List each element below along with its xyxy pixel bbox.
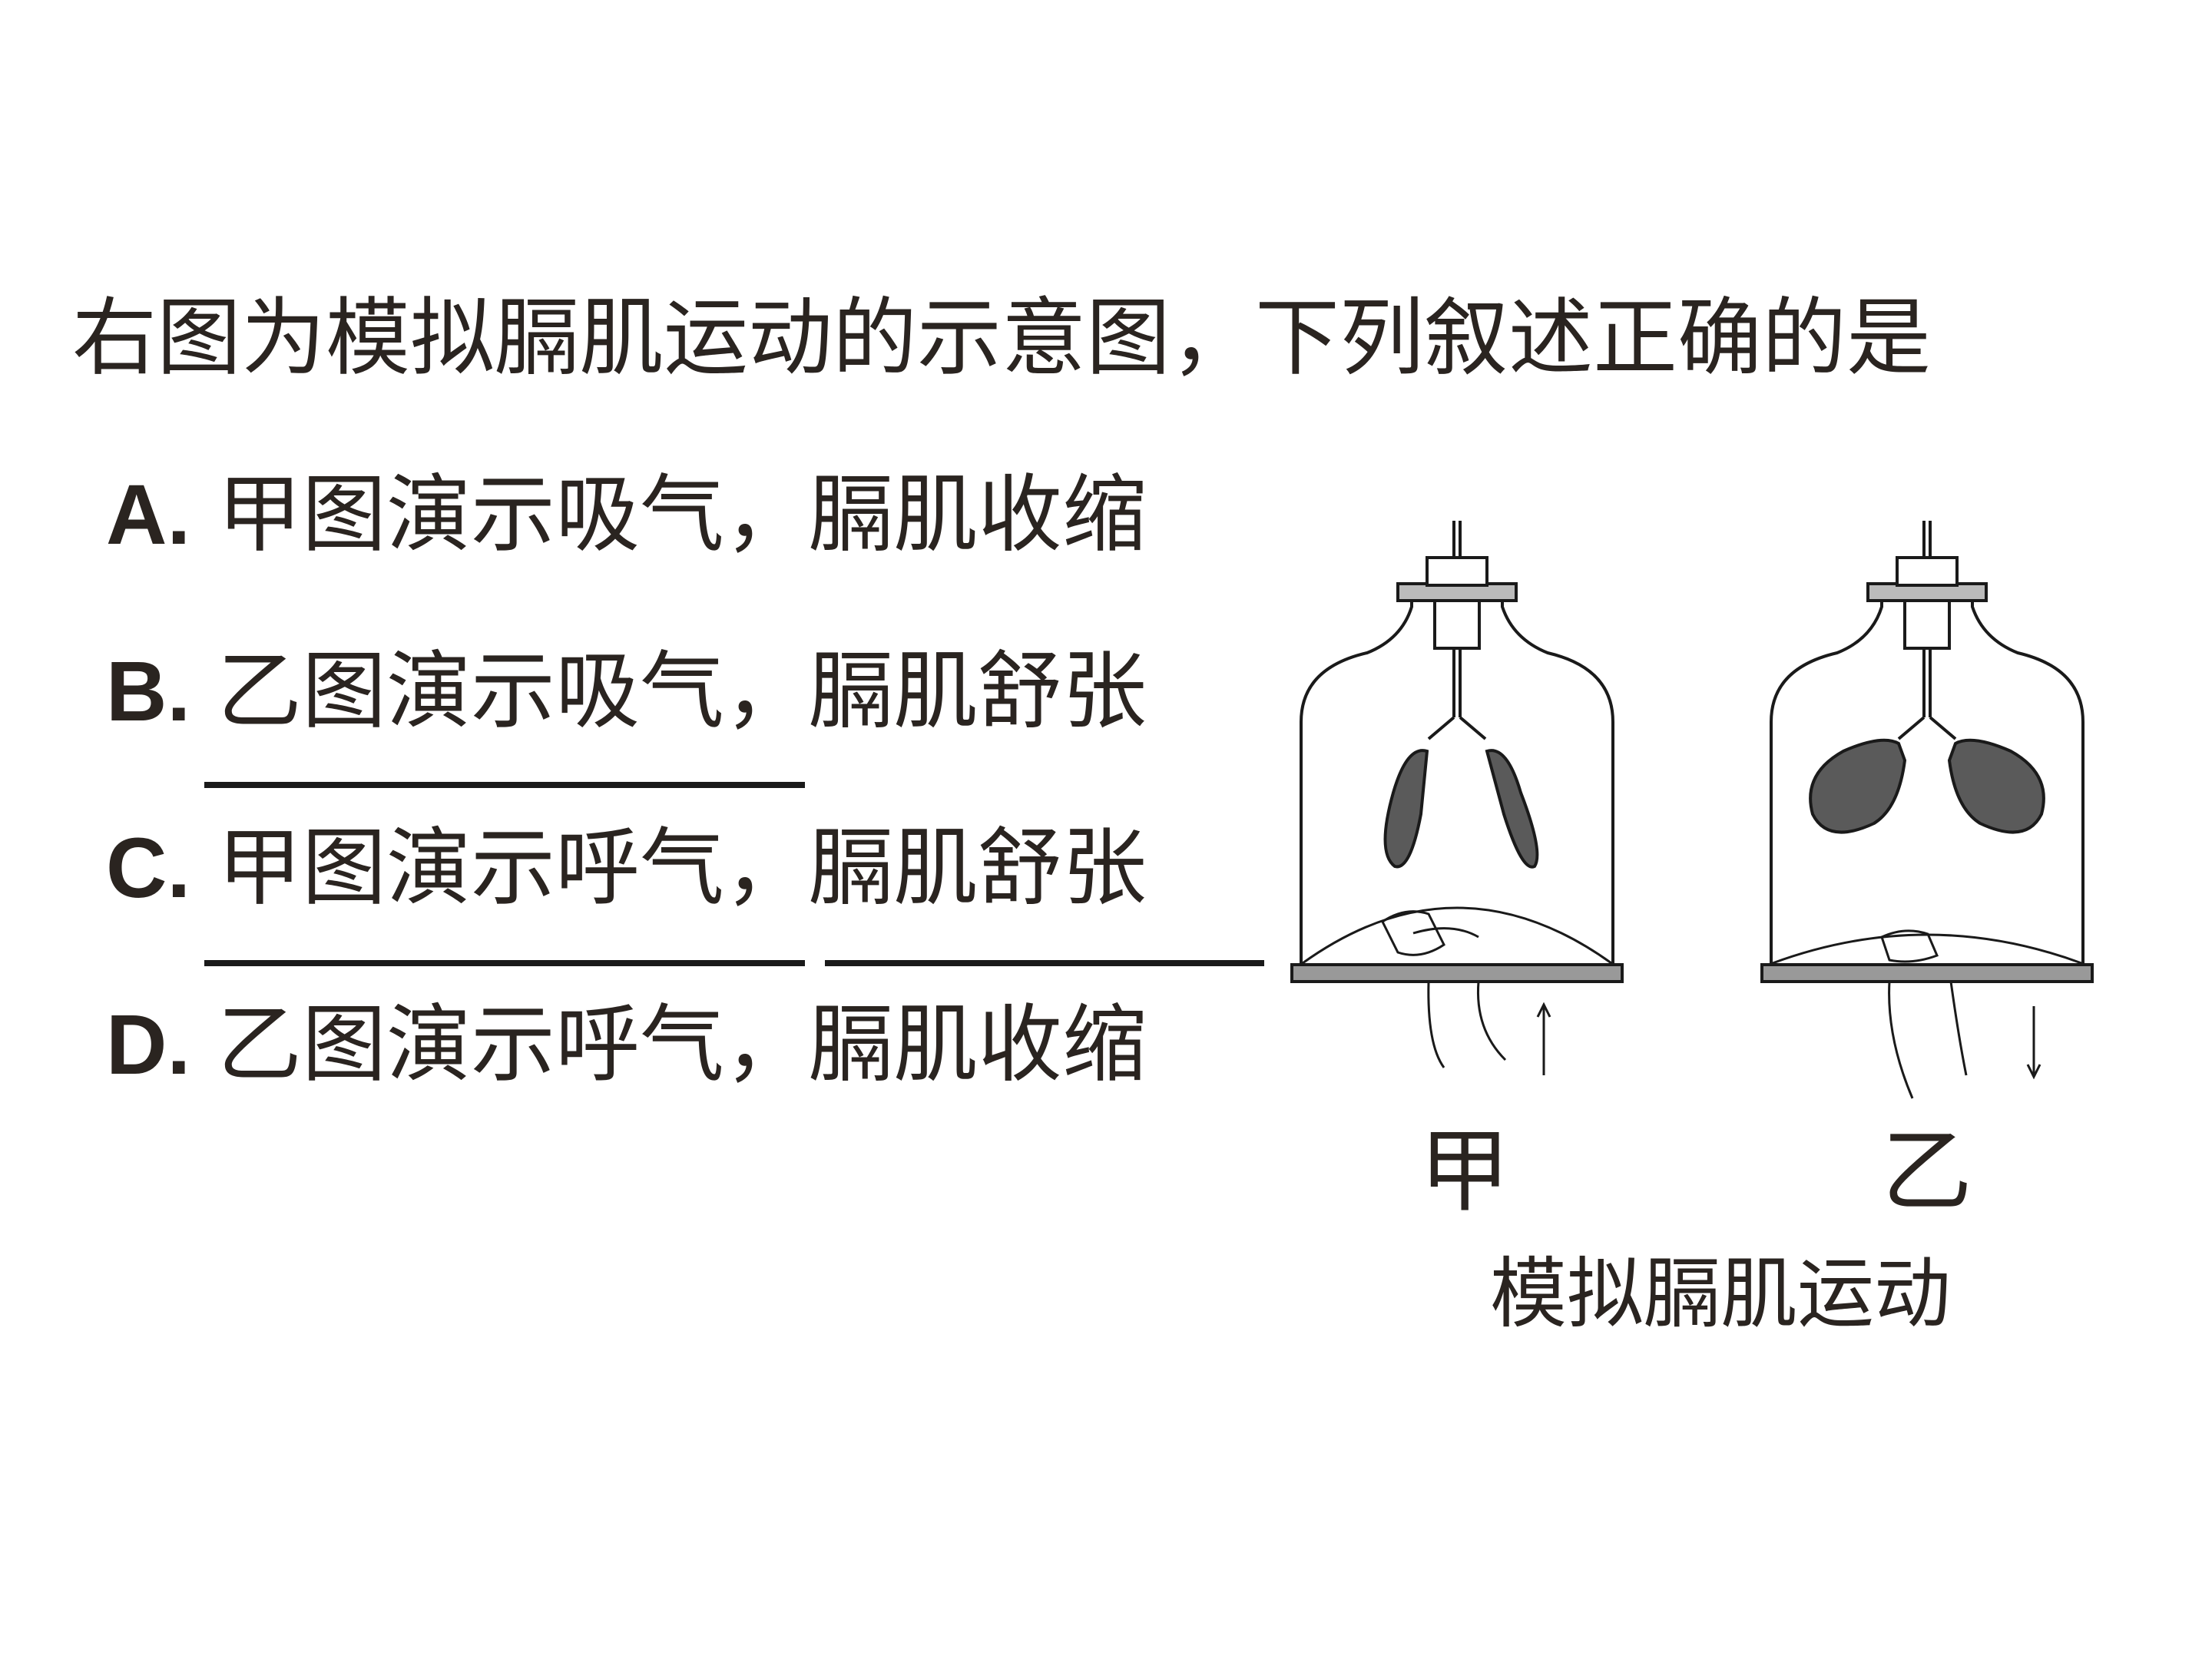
question-text: 右图为模拟膈肌运动的示意图，下列叙述正确的是 <box>72 289 1931 387</box>
option-text: 甲图演示吸气，膈肌收缩 <box>217 465 1147 564</box>
option-letter: C. <box>106 821 190 916</box>
diaphragm-model-figure <box>1290 521 2094 1099</box>
underline-b <box>204 782 805 788</box>
figure-caption: 模拟膈肌运动 <box>1490 1249 1951 1339</box>
jar-left <box>1290 521 1624 1075</box>
option-letter: D. <box>106 998 190 1092</box>
jar-right <box>1760 521 2094 1099</box>
jar-right-label: 乙 <box>1882 1118 1973 1224</box>
option-text: 甲图演示呼气，膈肌舒张 <box>217 819 1147 917</box>
option-a[interactable]: A. 甲图演示吸气，膈肌收缩 <box>106 453 1147 577</box>
jar-left-label: 甲 <box>1419 1118 1511 1224</box>
underline-c-left <box>204 960 805 966</box>
option-letter: B. <box>106 644 190 739</box>
option-b[interactable]: B. 乙图演示吸气，膈肌舒张 <box>106 630 1147 753</box>
lung-balloon <box>1383 749 1429 869</box>
option-c[interactable]: C. 甲图演示呼气，膈肌舒张 <box>106 806 1147 930</box>
option-d[interactable]: D. 乙图演示呼气，膈肌收缩 <box>106 983 1147 1107</box>
lung-balloon <box>1947 738 2045 834</box>
lung-balloon <box>1809 738 1907 834</box>
underline-c-right <box>825 960 1264 966</box>
option-text: 乙图演示呼气，膈肌收缩 <box>217 995 1147 1094</box>
lung-balloon <box>1485 749 1539 869</box>
option-letter: A. <box>106 468 190 562</box>
option-text: 乙图演示吸气，膈肌舒张 <box>217 642 1147 740</box>
